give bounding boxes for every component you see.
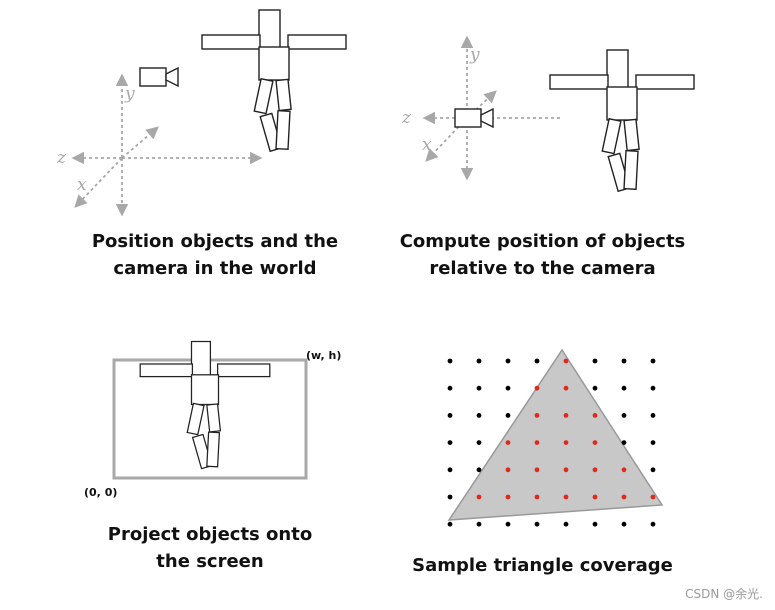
camera-icon xyxy=(454,108,494,128)
sample-dot-covered xyxy=(534,440,540,445)
sample-dot-uncovered xyxy=(592,358,598,364)
sample-dot-covered xyxy=(592,494,598,500)
sample-dot-uncovered xyxy=(505,413,511,418)
sample-dot-uncovered xyxy=(447,358,453,364)
sample-dot-covered xyxy=(563,494,569,500)
sample-dot-uncovered xyxy=(447,467,453,473)
sample-dot-covered xyxy=(534,385,540,391)
sample-dot-covered xyxy=(534,413,540,418)
sample-panel xyxy=(447,348,664,527)
project-panel xyxy=(112,340,308,480)
camera-icon xyxy=(139,67,179,87)
sample-dot-uncovered xyxy=(621,413,627,418)
world-x-axis-label: x xyxy=(77,175,87,195)
sample-dot-uncovered xyxy=(476,440,482,445)
corner-label-top-right: (w, h) xyxy=(306,349,342,362)
sample-dot-uncovered xyxy=(650,413,656,418)
project-caption-line1: Project objects onto xyxy=(107,524,313,545)
sample-dot-uncovered xyxy=(650,358,656,364)
sample-dot-uncovered xyxy=(592,521,598,527)
project-caption: Project objects onto the screen xyxy=(60,521,360,575)
sample-dot-covered xyxy=(563,413,569,418)
sample-dot-uncovered xyxy=(621,358,627,364)
sample-dot-uncovered xyxy=(476,385,482,391)
triangle-shape xyxy=(447,348,664,521)
sample-dot-covered xyxy=(592,467,598,473)
sample-dot-uncovered xyxy=(505,385,511,391)
sample-dot-covered xyxy=(592,413,598,418)
project-caption-line2: the screen xyxy=(156,551,264,572)
sample-dot-uncovered xyxy=(476,413,482,418)
camera-y-axis-label: y xyxy=(469,45,480,65)
sample-dot-uncovered xyxy=(447,413,453,418)
sample-dot-uncovered xyxy=(534,521,540,527)
sample-dot-covered xyxy=(563,440,569,445)
sample-dot-covered xyxy=(621,494,627,500)
sample-dot-uncovered xyxy=(476,358,482,364)
sample-dot-covered xyxy=(534,467,540,473)
sample-dot-uncovered xyxy=(563,521,569,527)
corner-label-bottom-left: (0, 0) xyxy=(84,486,118,499)
sample-dot-grid xyxy=(447,358,656,527)
sample-dot-covered xyxy=(592,440,598,445)
camera-panel: y z x xyxy=(401,35,695,192)
robot-figure xyxy=(201,9,347,152)
sample-dot-uncovered xyxy=(650,440,656,445)
sample-dot-uncovered xyxy=(447,494,453,500)
camera-axes xyxy=(422,35,560,181)
world-caption-line1: Position objects and the xyxy=(91,231,339,252)
sample-dot-covered xyxy=(476,494,482,500)
sample-dot-covered xyxy=(563,358,569,364)
sample-dot-covered xyxy=(563,385,569,391)
camera-x-axis-label: x xyxy=(422,135,432,155)
robot-figure xyxy=(549,49,695,192)
world-z-axis-label: z xyxy=(56,148,67,168)
sample-dot-uncovered xyxy=(447,385,453,391)
sample-caption: Sample triangle coverage xyxy=(412,555,673,576)
camera-caption-line2: relative to the camera xyxy=(429,258,656,279)
sample-dot-uncovered xyxy=(505,358,511,364)
sample-dot-uncovered xyxy=(621,440,627,445)
sample-dot-uncovered xyxy=(505,521,511,527)
sample-dot-covered xyxy=(621,467,627,473)
world-axes xyxy=(71,73,263,217)
world-panel: y z x xyxy=(56,9,347,217)
sample-dot-covered xyxy=(563,467,569,473)
sample-dot-covered xyxy=(650,494,656,500)
sample-dot-uncovered xyxy=(650,467,656,473)
world-caption-line2: camera in the world xyxy=(113,258,317,279)
camera-caption: Compute position of objects relative to … xyxy=(380,228,705,282)
sample-dot-uncovered xyxy=(592,385,598,391)
world-y-axis-label: y xyxy=(124,84,135,104)
sample-dot-uncovered xyxy=(476,521,482,527)
sample-dot-uncovered xyxy=(650,521,656,527)
watermark: CSDN @余光. xyxy=(685,587,763,601)
sample-dot-covered xyxy=(505,467,511,473)
sample-dot-uncovered xyxy=(650,385,656,391)
sample-dot-uncovered xyxy=(621,385,627,391)
sample-dot-uncovered xyxy=(447,440,453,445)
camera-z-axis-label: z xyxy=(401,108,412,128)
sample-dot-uncovered xyxy=(534,358,540,364)
camera-caption-line1: Compute position of objects xyxy=(399,231,686,252)
sample-dot-uncovered xyxy=(476,467,482,473)
sample-dot-covered xyxy=(505,440,511,445)
sample-dot-covered xyxy=(505,494,511,500)
sample-dot-covered xyxy=(534,494,540,500)
world-caption: Position objects and the camera in the w… xyxy=(40,228,390,282)
sample-dot-uncovered xyxy=(621,521,627,527)
sample-dot-uncovered xyxy=(447,521,453,527)
